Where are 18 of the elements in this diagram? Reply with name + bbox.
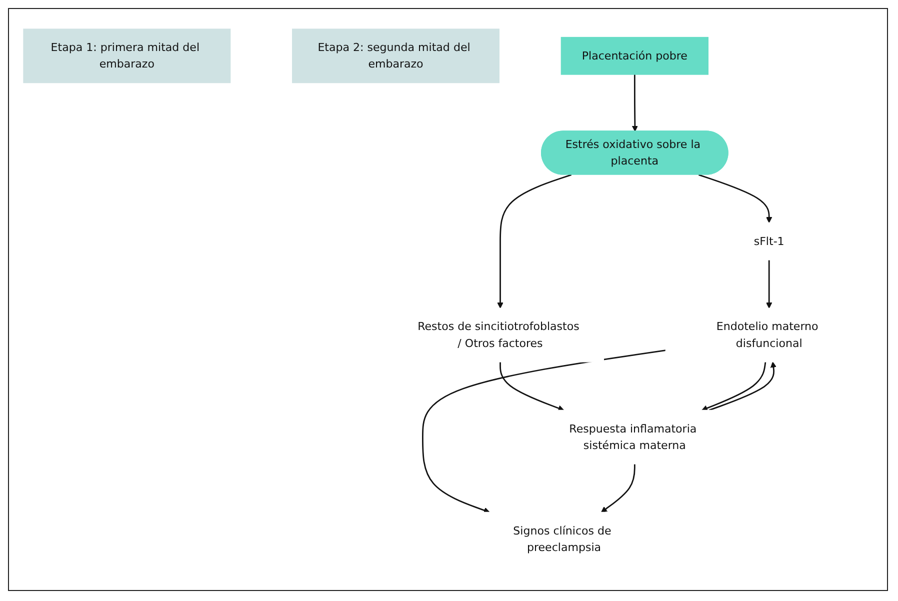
arrow xyxy=(766,259,772,308)
node-box xyxy=(560,36,708,74)
arrow xyxy=(500,361,564,411)
node-box xyxy=(292,28,500,83)
arrow xyxy=(497,174,572,308)
node-box xyxy=(23,28,231,83)
node-text: Respuesta inflamatoria sistémica materna xyxy=(569,421,697,452)
node-text: Restos de sincitiotrofoblastos / Otros factores xyxy=(418,319,580,350)
arrow xyxy=(600,463,636,512)
node-text: sFlt-1 xyxy=(754,234,784,248)
arrow xyxy=(632,74,638,132)
arrow xyxy=(708,361,776,410)
arrow xyxy=(422,349,666,513)
arrow xyxy=(698,174,772,222)
flowchart: Etapa 1: primera mitad del embarazo Etapa 2: segunda mitad del embarazo Placentación pobre Estrés oxidativo sobre la placenta Restos de sincitiotrofoblastos / Otros factores sFlt-1 Respuesta inflamatoria sistémica materna Endotelio materno disfuncional Signos clínicos de preeclampsia xyxy=(18,14,878,580)
node-text: Endotelio materno disfuncional xyxy=(716,319,818,350)
node-text: Signos clínicos de preeclampsia xyxy=(513,523,612,554)
arrow xyxy=(702,361,766,410)
